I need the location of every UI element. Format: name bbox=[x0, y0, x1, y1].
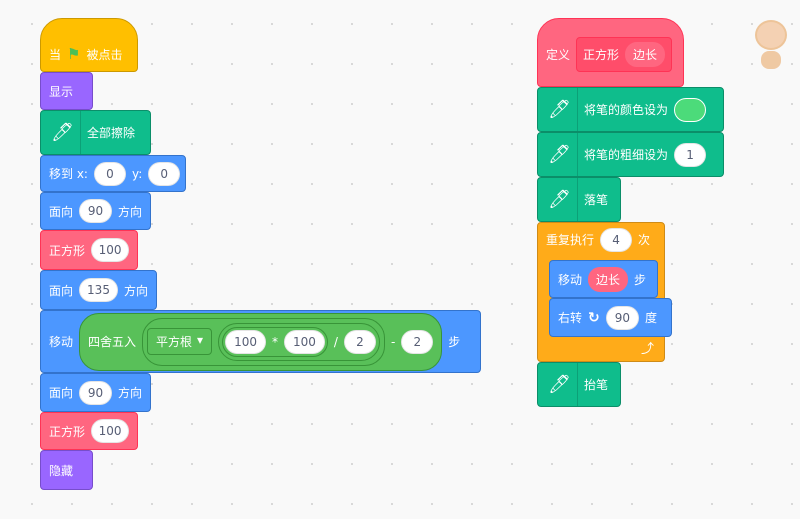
square-label: 正方形 bbox=[49, 243, 86, 258]
define-label: 定义 bbox=[546, 48, 571, 62]
direction-input[interactable]: 90 bbox=[79, 380, 112, 405]
multiply-operator[interactable]: 100 * 100 bbox=[222, 326, 328, 357]
round-label: 四舍五入 bbox=[88, 335, 137, 349]
square-label: 正方形 bbox=[49, 424, 86, 439]
y-label: y: bbox=[131, 166, 143, 181]
pen-down-block[interactable]: 🖊 落笔 bbox=[537, 177, 621, 222]
hide-block[interactable]: 隐藏 bbox=[40, 450, 93, 490]
move-label: 移动 bbox=[558, 272, 583, 287]
green-flag-icon: ⚑ bbox=[67, 45, 81, 63]
round-operator[interactable]: 四舍五入 平方根 ▾ 100 * 100 / 2 - 2 bbox=[79, 312, 443, 371]
when-label: 当 bbox=[49, 47, 62, 62]
move-steps-block[interactable]: 移动 边长 步 bbox=[549, 260, 658, 298]
direction-input[interactable]: 135 bbox=[79, 278, 118, 302]
degrees-label: 度 bbox=[645, 311, 658, 325]
operand-a[interactable]: 100 bbox=[225, 329, 266, 354]
x-input[interactable]: 0 bbox=[93, 161, 126, 186]
size-input[interactable]: 1 bbox=[674, 142, 707, 167]
rotate-clockwise-icon: ↻ bbox=[588, 309, 600, 326]
when-flag-clicked-block[interactable]: 当 ⚑ 被点击 bbox=[40, 18, 138, 72]
function-dropdown[interactable]: 平方根 ▾ bbox=[147, 328, 213, 355]
multiply-sign: * bbox=[271, 334, 278, 349]
pen-clear-block[interactable]: 🖊 全部擦除 bbox=[40, 110, 151, 155]
pen-up-label: 抬笔 bbox=[584, 378, 609, 392]
point-label: 面向 bbox=[49, 204, 74, 219]
point-direction-block[interactable]: 面向 135 方向 bbox=[40, 270, 157, 310]
hide-label: 隐藏 bbox=[49, 463, 74, 478]
param-reporter[interactable]: 边长 bbox=[588, 266, 629, 292]
direction-label: 方向 bbox=[117, 386, 142, 400]
pen-icon: 🖊 bbox=[542, 178, 578, 221]
pen-up-block[interactable]: 🖊 抬笔 bbox=[537, 362, 621, 407]
math-function-operator[interactable]: 平方根 ▾ 100 * 100 / 2 bbox=[142, 317, 385, 366]
point-direction-block[interactable]: 面向 90 方向 bbox=[40, 192, 151, 230]
degrees-input[interactable]: 90 bbox=[605, 305, 640, 330]
side-input[interactable]: 100 bbox=[91, 238, 129, 262]
chevron-down-icon: ▾ bbox=[197, 333, 204, 347]
procedure-name: 正方形 bbox=[583, 48, 620, 62]
show-block[interactable]: 显示 bbox=[40, 72, 93, 110]
clear-label: 全部擦除 bbox=[87, 126, 136, 140]
direction-label: 方向 bbox=[123, 283, 148, 298]
prototype: 正方形 边长 bbox=[576, 37, 673, 72]
direction-input[interactable]: 90 bbox=[79, 199, 112, 223]
goto-label: 移到 x: bbox=[49, 167, 88, 181]
move-steps-block[interactable]: 移动 四舍五入 平方根 ▾ 100 * 100 / 2 - 2 步 bbox=[40, 310, 481, 373]
sprite-head bbox=[755, 20, 787, 50]
y-input[interactable]: 0 bbox=[148, 161, 181, 186]
color-swatch[interactable] bbox=[674, 97, 707, 122]
set-size-label: 将笔的粗细设为 bbox=[584, 148, 669, 162]
show-label: 显示 bbox=[49, 84, 74, 99]
divide-sign: / bbox=[333, 334, 338, 349]
turn-right-block[interactable]: 右转 ↻ 90 度 bbox=[549, 298, 672, 337]
point-label: 面向 bbox=[49, 386, 74, 400]
sprite-body bbox=[761, 51, 781, 69]
pen-down-label: 落笔 bbox=[584, 193, 609, 207]
set-pen-color-block[interactable]: 🖊 将笔的颜色设为 bbox=[537, 87, 724, 132]
loop-arrow-icon: ⤴ bbox=[640, 342, 654, 357]
times-label: 次 bbox=[638, 233, 651, 247]
clicked-label: 被点击 bbox=[86, 47, 123, 62]
point-direction-block[interactable]: 面向 90 方向 bbox=[40, 373, 151, 412]
divide-operator[interactable]: 100 * 100 / 2 bbox=[218, 322, 380, 361]
pen-icon: 🖊 bbox=[542, 133, 578, 176]
steps-label: 步 bbox=[448, 335, 461, 349]
set-color-label: 将笔的颜色设为 bbox=[584, 103, 669, 117]
point-label: 面向 bbox=[49, 283, 74, 298]
operand-d[interactable]: 2 bbox=[401, 329, 434, 354]
turn-label: 右转 bbox=[558, 311, 583, 325]
minus-sign: - bbox=[390, 334, 396, 349]
goto-xy-block[interactable]: 移到 x: 0 y: 0 bbox=[40, 155, 186, 192]
operand-b[interactable]: 100 bbox=[283, 329, 325, 354]
pen-icon: 🖊 bbox=[542, 88, 578, 131]
set-pen-size-block[interactable]: 🖊 将笔的粗细设为 1 bbox=[537, 132, 724, 177]
pen-icon: 🖊 bbox=[542, 363, 578, 406]
operand-c[interactable]: 2 bbox=[343, 329, 376, 354]
square-call-block[interactable]: 正方形 100 bbox=[40, 230, 138, 270]
square-call-block[interactable]: 正方形 100 bbox=[40, 412, 138, 450]
steps-label: 步 bbox=[634, 272, 647, 287]
function-value: 平方根 bbox=[156, 335, 193, 349]
repeat-count-input[interactable]: 4 bbox=[600, 228, 633, 252]
repeat-label: 重复执行 bbox=[546, 233, 595, 247]
side-input[interactable]: 100 bbox=[91, 419, 129, 443]
define-block[interactable]: 定义 正方形 边长 bbox=[537, 18, 684, 87]
move-label: 移动 bbox=[49, 335, 74, 349]
direction-label: 方向 bbox=[117, 204, 142, 219]
param-reporter[interactable]: 边长 bbox=[625, 42, 666, 67]
sprite-avatar[interactable] bbox=[752, 20, 790, 70]
pen-icon: 🖊 bbox=[45, 111, 81, 154]
